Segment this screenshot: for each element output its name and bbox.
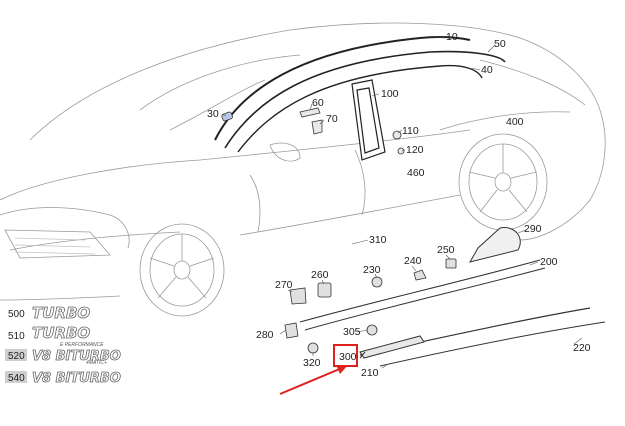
callout-400[interactable]: 400 xyxy=(506,116,524,128)
emblem-text: TURBO xyxy=(32,324,90,342)
b-pillar-trim xyxy=(351,79,386,161)
emblem-number: 510 xyxy=(8,331,25,342)
emblem-row-500[interactable]: 500 TURBO xyxy=(8,304,91,323)
callout-280[interactable]: 280 xyxy=(256,329,274,341)
callout-305[interactable]: 305 xyxy=(343,326,361,338)
callout-200[interactable]: 200 xyxy=(540,256,558,268)
callout-labels: 10 50 40 100 60 70 30 110 120 400 460 31… xyxy=(207,31,591,379)
callout-10[interactable]: 10 xyxy=(446,31,458,43)
emblem-number-bg xyxy=(5,349,27,361)
callout-60[interactable]: 60 xyxy=(312,97,324,109)
emblem-legend: 500 TURBO 510 TURBO E PERFORMANCE 520 V8… xyxy=(5,304,121,386)
emblem-subtext: 4MATIC+ xyxy=(86,360,107,366)
car-outline xyxy=(0,22,606,301)
emblem-text: V8 BITURBO xyxy=(32,371,121,386)
callout-270[interactable]: 270 xyxy=(275,279,293,291)
callout-220[interactable]: 220 xyxy=(573,342,591,354)
side-sill-parts xyxy=(299,227,606,367)
callout-300[interactable]: 300 xyxy=(339,351,357,363)
callout-260[interactable]: 260 xyxy=(311,269,329,281)
callout-110[interactable]: 110 xyxy=(402,125,419,137)
emblem-number-bg xyxy=(5,371,27,383)
red-pointer-arrow xyxy=(279,365,348,395)
emblem-row-520[interactable]: 520 V8 BITURBO 4MATIC+ xyxy=(5,349,121,366)
callout-50[interactable]: 50 xyxy=(494,38,506,50)
callout-40[interactable]: 40 xyxy=(481,64,493,76)
emblem-number: 540 xyxy=(8,373,25,384)
callout-70[interactable]: 70 xyxy=(326,113,338,125)
emblem-subtext: E PERFORMANCE xyxy=(60,342,104,348)
small-parts-upper xyxy=(221,107,405,155)
callout-310[interactable]: 310 xyxy=(369,234,387,246)
emblem-row-540[interactable]: 540 V8 BITURBO xyxy=(5,371,121,386)
callout-290[interactable]: 290 xyxy=(524,223,542,235)
front-wheel xyxy=(139,223,225,317)
leader-lines xyxy=(221,36,583,369)
emblem-number: 500 xyxy=(8,309,25,320)
callout-320[interactable]: 320 xyxy=(303,357,321,369)
callout-210[interactable]: 210 xyxy=(361,367,379,379)
callout-240[interactable]: 240 xyxy=(404,255,422,267)
callout-230[interactable]: 230 xyxy=(363,264,381,276)
callout-120[interactable]: 120 xyxy=(406,144,424,156)
callout-460[interactable]: 460 xyxy=(407,167,425,179)
emblem-text: V8 BITURBO xyxy=(32,349,121,364)
roof-rail-parts xyxy=(214,35,506,153)
emblem-text: TURBO xyxy=(32,304,90,322)
emblem-number: 520 xyxy=(8,351,25,362)
rear-wheel xyxy=(458,133,548,231)
clip-parts xyxy=(284,258,457,354)
callout-30[interactable]: 30 xyxy=(207,108,219,120)
callout-250[interactable]: 250 xyxy=(437,244,455,256)
emblem-row-510[interactable]: 510 TURBO E PERFORMANCE xyxy=(8,324,104,348)
callout-100[interactable]: 100 xyxy=(381,88,399,100)
